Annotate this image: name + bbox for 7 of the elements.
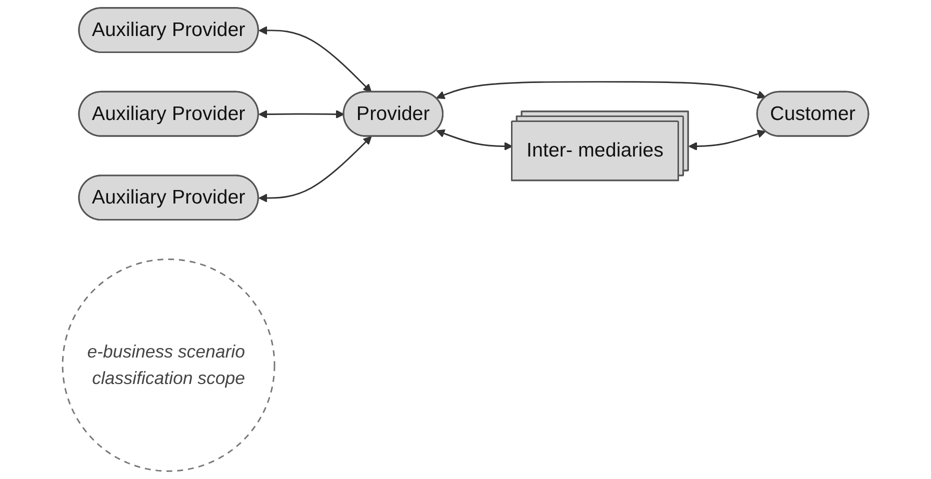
arrow: [688, 130, 766, 151]
arrow: [258, 136, 372, 202]
arrow: [436, 81, 766, 100]
node-circle: e-business scenario classification scope: [62, 258, 276, 472]
arrow: [436, 129, 513, 151]
arrow: [258, 110, 344, 119]
arrow: [258, 26, 372, 93]
